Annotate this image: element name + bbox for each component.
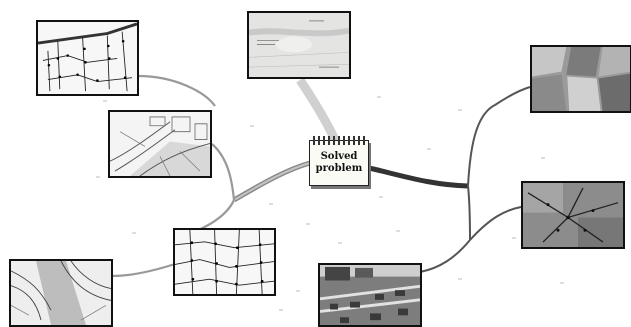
spiral-binding-icon [312,136,366,145]
branch-to-scanned-sheet [296,77,341,144]
aerial-fields-image [532,47,630,111]
scanned-map-sheet-image [249,13,349,77]
left-main-branch-highlight [233,162,311,201]
branch-to-aerial-road-network [469,206,522,241]
branch-trunk-down [467,185,471,241]
thumbnail-aerial-road-network[interactable] [521,181,625,249]
thumbnail-aerial-oblique-town[interactable] [318,263,422,327]
branch-to-aerial-oblique-town [419,239,471,273]
central-problem-node[interactable]: Solved problem [309,136,369,186]
street-network-map-image [38,22,137,94]
thumbnail-cadastral-map[interactable] [108,110,212,178]
street-network-map-image [175,230,274,294]
aerial-road-network-image [523,183,623,247]
branch-to-network-map-a [137,74,216,107]
thumbnail-aerial-fields[interactable] [530,45,631,113]
thumbnail-scanned-map-sheet[interactable] [247,11,351,79]
thumbnail-street-network-map-a[interactable] [36,20,139,96]
branch-to-topographic-map [111,262,176,278]
aerial-oblique-town-image [320,265,420,325]
branch-to-cadastral-map [211,143,236,201]
cadastral-map-image [110,112,210,176]
branch-to-aerial-fields [467,86,531,187]
right-main-branch [368,165,469,189]
thumbnail-topographic-map[interactable] [9,259,113,327]
topographic-map-image [11,261,111,325]
central-node-label: Solved problem [315,151,363,174]
thumbnail-street-network-map-b[interactable] [173,228,276,296]
